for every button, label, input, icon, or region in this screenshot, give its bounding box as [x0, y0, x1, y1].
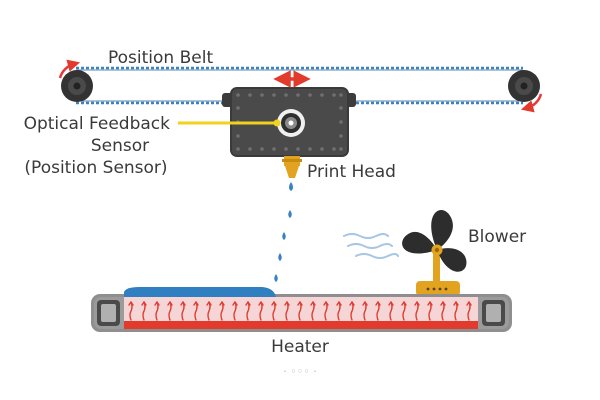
- heat-arrows: [128, 301, 472, 321]
- rotation-arrow-left-icon: [58, 59, 81, 79]
- label-position-belt: Position Belt: [108, 48, 213, 68]
- footer-fragment: · ◦◦◦ ·: [283, 365, 316, 378]
- pulley-left-icon: [61, 70, 93, 102]
- fan-icon: [402, 210, 467, 296]
- label-print-head: Print Head: [307, 162, 396, 182]
- print-nozzle: [282, 156, 302, 178]
- ink-drops: [274, 182, 293, 282]
- print-substrate: [124, 287, 276, 297]
- heater-assembly: [91, 294, 512, 332]
- label-sensor-line3: (Position Sensor): [24, 158, 167, 178]
- label-blower: Blower: [468, 227, 526, 247]
- rotation-arrow-right-icon: [520, 93, 543, 113]
- label-sensor-line1: Optical Feedback: [24, 114, 171, 134]
- sensor-pointer: [178, 119, 281, 127]
- label-sensor-line2: Sensor: [91, 136, 149, 156]
- optical-sensor-icon: [277, 109, 305, 137]
- air-flow: [343, 233, 399, 259]
- label-heater: Heater: [271, 337, 329, 357]
- pulley-right-icon: [508, 70, 540, 102]
